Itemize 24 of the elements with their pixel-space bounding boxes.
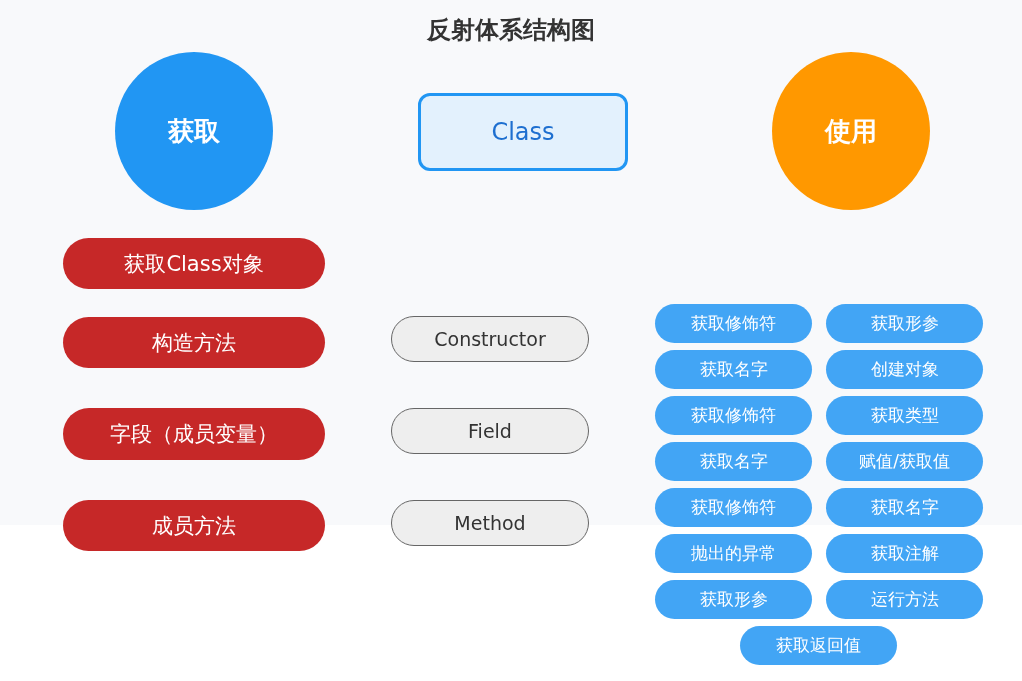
pill-box: 获取Class对象 [63,238,325,289]
title: 反射体系结构图 [426,15,596,46]
pill-box: 获取形参 [655,580,812,619]
pill-box: 获取名字 [655,350,812,389]
pill-box: 获取注解 [826,534,983,573]
pill-box: 获取修饰符 [655,488,812,527]
pill-box: Field [391,408,589,454]
pill-box: Method [391,500,589,546]
pill-box: 获取修饰符 [655,396,812,435]
pill-box: 获取名字 [655,442,812,481]
pill-box: 获取形参 [826,304,983,343]
pill-box: 成员方法 [63,500,325,551]
pill-box: Constructor [391,316,589,362]
pill-box: 构造方法 [63,317,325,368]
pill-box: 获取修饰符 [655,304,812,343]
pill-box: 抛出的异常 [655,534,812,573]
pill-box: 获取类型 [826,396,983,435]
pill-box: 获取返回值 [740,626,897,665]
pill-box: 字段（成员变量） [63,408,325,460]
pill-box: 创建对象 [826,350,983,389]
pill-box: 运行方法 [826,580,983,619]
class-box: Class [418,93,628,171]
pill-box: 赋值/获取值 [826,442,983,481]
pill-box: 获取名字 [826,488,983,527]
